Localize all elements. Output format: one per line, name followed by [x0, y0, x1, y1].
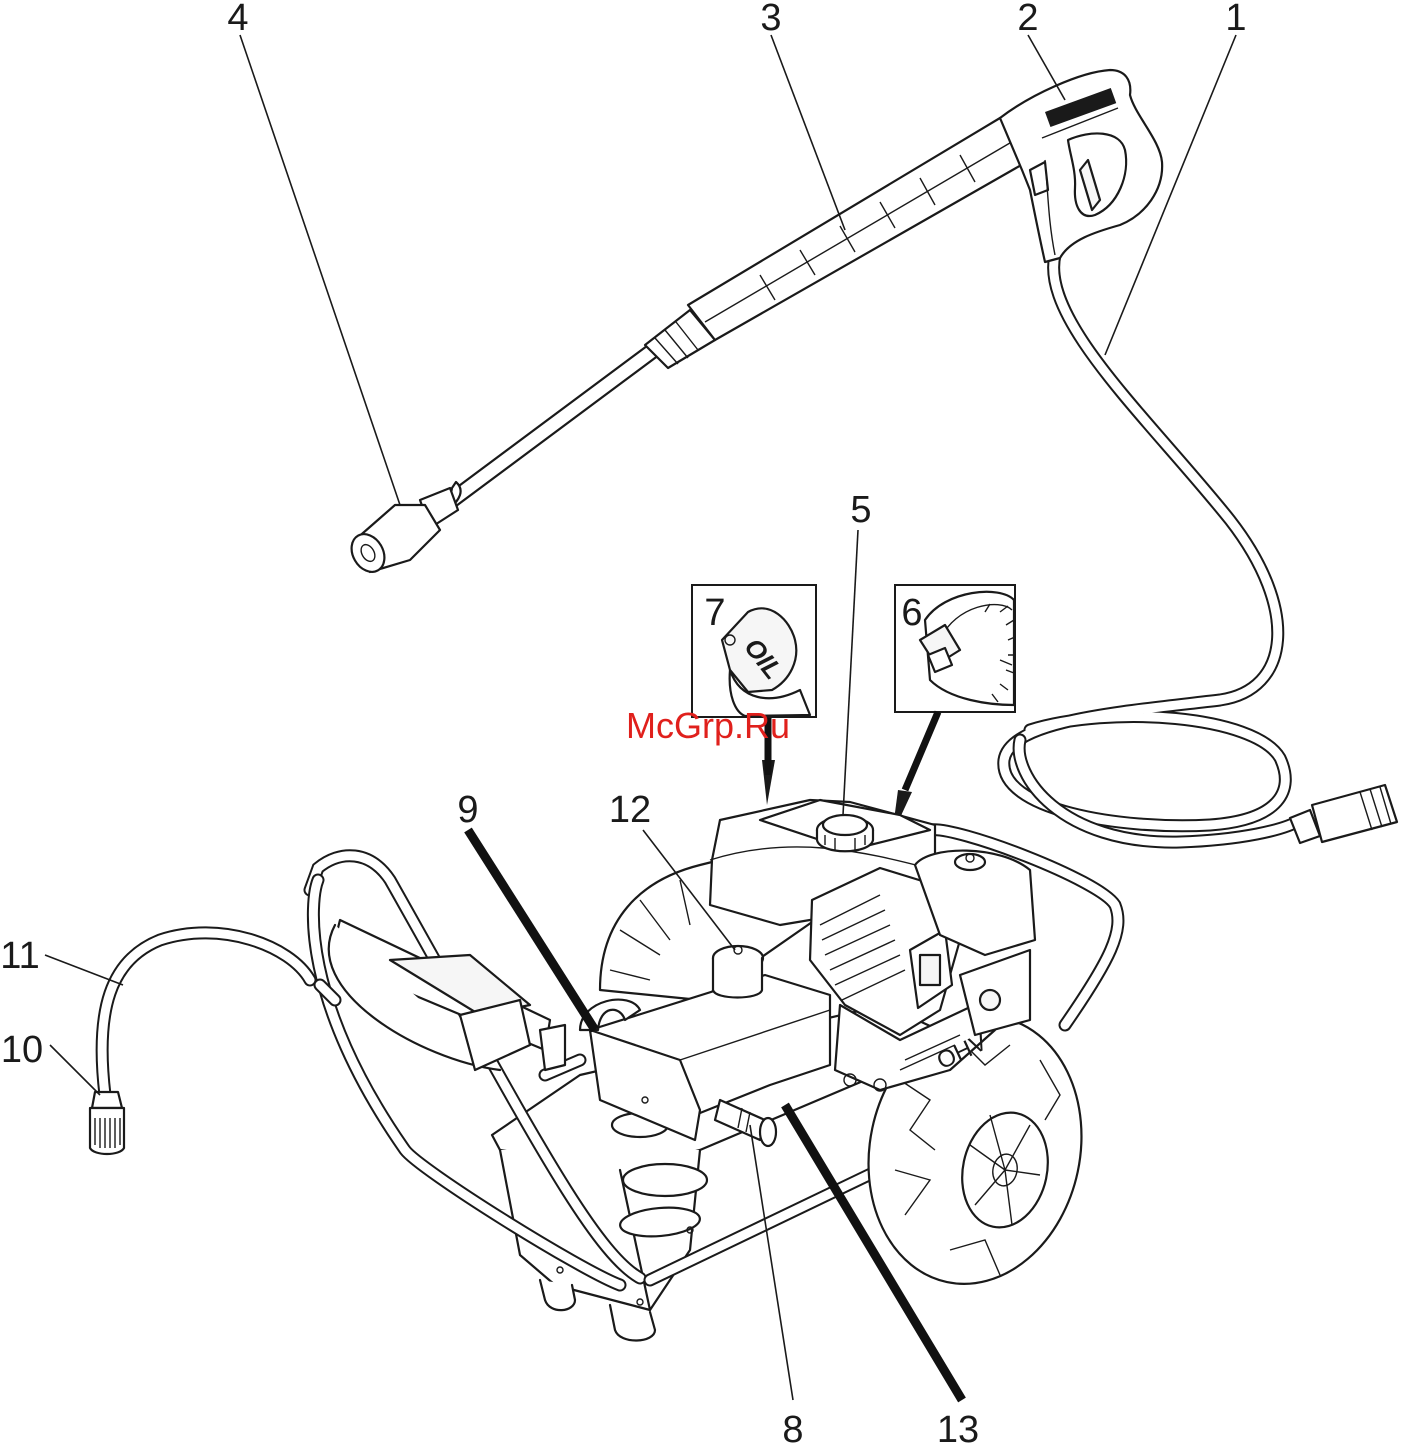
leader-4	[240, 35, 400, 505]
leader-10	[50, 1045, 100, 1095]
fuel-cap	[817, 815, 873, 851]
callout-12: 12	[609, 789, 651, 831]
watermark: McGrp.Ru	[626, 705, 790, 746]
callout-10: 10	[1, 1029, 43, 1071]
callout-1: 1	[1225, 0, 1246, 39]
callout-4: 4	[227, 0, 248, 39]
callout-7: 7	[704, 592, 725, 634]
leader-11	[45, 955, 123, 985]
spray-lance	[345, 70, 1162, 578]
callout-3: 3	[760, 0, 781, 39]
hose-coupling	[1290, 785, 1397, 843]
callout-9: 9	[457, 789, 478, 831]
callout-11: 11	[0, 935, 39, 977]
water-filter	[90, 1092, 124, 1154]
callout-13: 13	[937, 1409, 979, 1445]
suction-hose	[90, 933, 335, 1154]
leader-8	[750, 1125, 793, 1400]
callout-5: 5	[850, 489, 871, 531]
spray-gun	[1000, 70, 1162, 262]
leader-3	[771, 35, 845, 230]
callout-2: 2	[1017, 0, 1038, 39]
callout-8: 8	[782, 1409, 803, 1445]
nozzle	[345, 488, 458, 578]
callout-6: 6	[901, 592, 922, 634]
oil-reservoir	[713, 946, 763, 998]
leader-5	[843, 530, 858, 815]
high-pressure-hose	[1004, 255, 1397, 843]
